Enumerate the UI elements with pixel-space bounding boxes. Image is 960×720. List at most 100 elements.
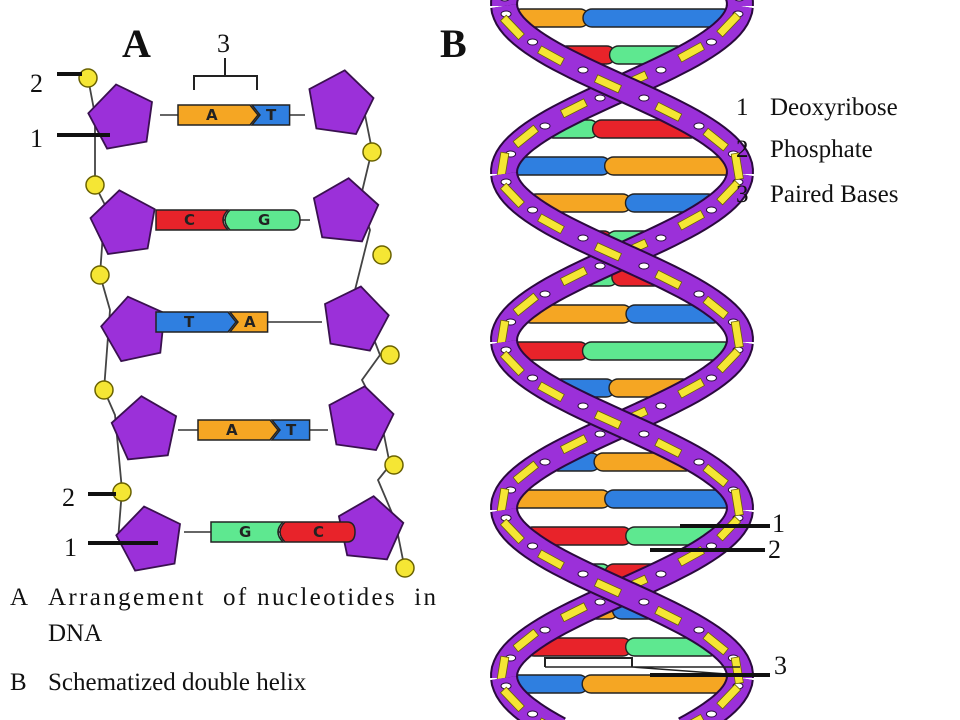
- helix-base: [603, 156, 736, 176]
- phosphate-tick: [593, 242, 622, 262]
- callout-b-paired-bases: 3: [774, 651, 787, 680]
- backbone-hole: [693, 290, 705, 298]
- backbone-hole: [527, 710, 539, 718]
- phosphate-tick: [654, 269, 683, 290]
- backbone-hole: [638, 430, 650, 438]
- backbone-hole: [638, 94, 650, 102]
- legend-text: Deoxyribose: [770, 94, 898, 121]
- phosphate-tick: [677, 209, 705, 231]
- phosphate-tick: [716, 683, 742, 710]
- base-right-letter: A: [244, 313, 256, 331]
- backbone-hole: [655, 402, 667, 410]
- caption-a-letter: A: [10, 584, 28, 611]
- helix-base: [581, 341, 735, 361]
- backbone-fill: [727, 0, 752, 6]
- deoxyribose-pentagon: [308, 69, 375, 135]
- helix-backbone-segment: [490, 339, 754, 517]
- backbone-hole: [527, 374, 539, 382]
- helix-base-pair: [520, 304, 724, 324]
- phosphate-tick: [512, 124, 540, 149]
- phosphate-tick: [499, 14, 525, 41]
- deoxyribose-pentagon: [312, 177, 380, 243]
- helix-base-pair: [508, 674, 736, 694]
- backbone-hole: [527, 542, 539, 550]
- phosphate-tick: [537, 549, 565, 571]
- phosphate-tick: [499, 350, 525, 377]
- legend-text: Phosphate: [770, 136, 873, 163]
- phosphate-tick: [499, 686, 525, 713]
- base-left-letter: T: [184, 313, 195, 331]
- base-left: [197, 419, 279, 441]
- phosphate-tick: [730, 320, 744, 349]
- callout-a-phosphate-bottom: 2: [62, 483, 75, 512]
- deoxyribose-pentagon: [100, 295, 166, 363]
- deoxyribose-pentagon: [337, 495, 405, 561]
- phosphate-tick: [559, 434, 588, 455]
- base-right-letter: G: [258, 211, 270, 229]
- callout-b-deoxyribose: 1: [772, 509, 785, 538]
- backbone-hole: [577, 402, 589, 410]
- legend-item-deoxyribose: 1 Deoxyribose: [736, 94, 898, 121]
- phosphate-tick: [559, 602, 588, 623]
- helix-base: [604, 489, 736, 509]
- helix-base: [582, 8, 733, 28]
- caption-a-line1: Arrangement of nucleotides in: [48, 584, 437, 611]
- phosphate-tick: [537, 45, 565, 67]
- backbone-hole: [594, 262, 606, 270]
- legend: 1 Deoxyribose 2 Phosphate 3 Paired Bases: [736, 94, 898, 208]
- phosphate-tick: [730, 656, 744, 685]
- base-left-letter: G: [239, 523, 251, 541]
- phosphate-tick: [537, 381, 565, 403]
- panel-a-label: A: [122, 21, 151, 66]
- helix-backbone-segment: [677, 675, 754, 720]
- deoxyribose-pentagon: [115, 505, 181, 572]
- phosphate-tick: [716, 347, 742, 374]
- helix-front-segments: [490, 0, 754, 720]
- helix-base-pair: [508, 156, 736, 176]
- figure-captions: A Arrangement of nucleotides in DNA B Sc…: [10, 584, 437, 696]
- backbone-hole: [693, 122, 705, 130]
- base-right: [224, 209, 301, 231]
- deoxyribose-pentagon: [110, 395, 178, 461]
- legend-item-phosphate: 2 Phosphate: [736, 136, 873, 163]
- panel-b-double-helix: B 1 2 3: [440, 0, 787, 720]
- deoxyribose-pentagon: [87, 83, 153, 150]
- base-right: [250, 104, 291, 126]
- backbone-hole: [705, 206, 717, 214]
- phosphate-tick: [677, 377, 705, 399]
- phosphate-tick: [559, 98, 588, 119]
- phosphate-groups: [78, 68, 415, 578]
- phosphate-tick: [716, 11, 742, 38]
- backbone-hole: [527, 38, 539, 46]
- deoxyribose-pentagon: [328, 385, 395, 451]
- backbone-hole: [539, 626, 551, 634]
- base-right: [228, 311, 269, 333]
- phosphate-tick: [559, 266, 588, 287]
- helix-backbone-segment: [490, 171, 754, 349]
- callout-a-deoxyribose-bottom: 1: [64, 533, 77, 562]
- base-left-letter: A: [206, 106, 218, 124]
- base-right: [270, 419, 311, 441]
- base-right-letter: C: [313, 523, 324, 541]
- backbone-hole: [705, 38, 717, 46]
- caption-b-text: Schematized double helix: [48, 669, 307, 696]
- backbone-hole: [539, 458, 551, 466]
- helix-backbone-segment: [490, 0, 519, 6]
- backbone-hole: [693, 458, 705, 466]
- phosphate-circle: [395, 558, 415, 578]
- phosphate-tick: [537, 213, 565, 235]
- left-backbone: [87, 77, 123, 541]
- helix-base-pair: [509, 341, 735, 361]
- phosphate-tick: [499, 518, 525, 545]
- legend-num: 2: [736, 136, 749, 163]
- base-left-letter: A: [226, 421, 238, 439]
- phosphate-circle: [78, 68, 98, 88]
- phosphate-tick: [512, 628, 540, 653]
- phosphate-tick: [512, 460, 540, 485]
- phosphate-circle: [90, 265, 110, 285]
